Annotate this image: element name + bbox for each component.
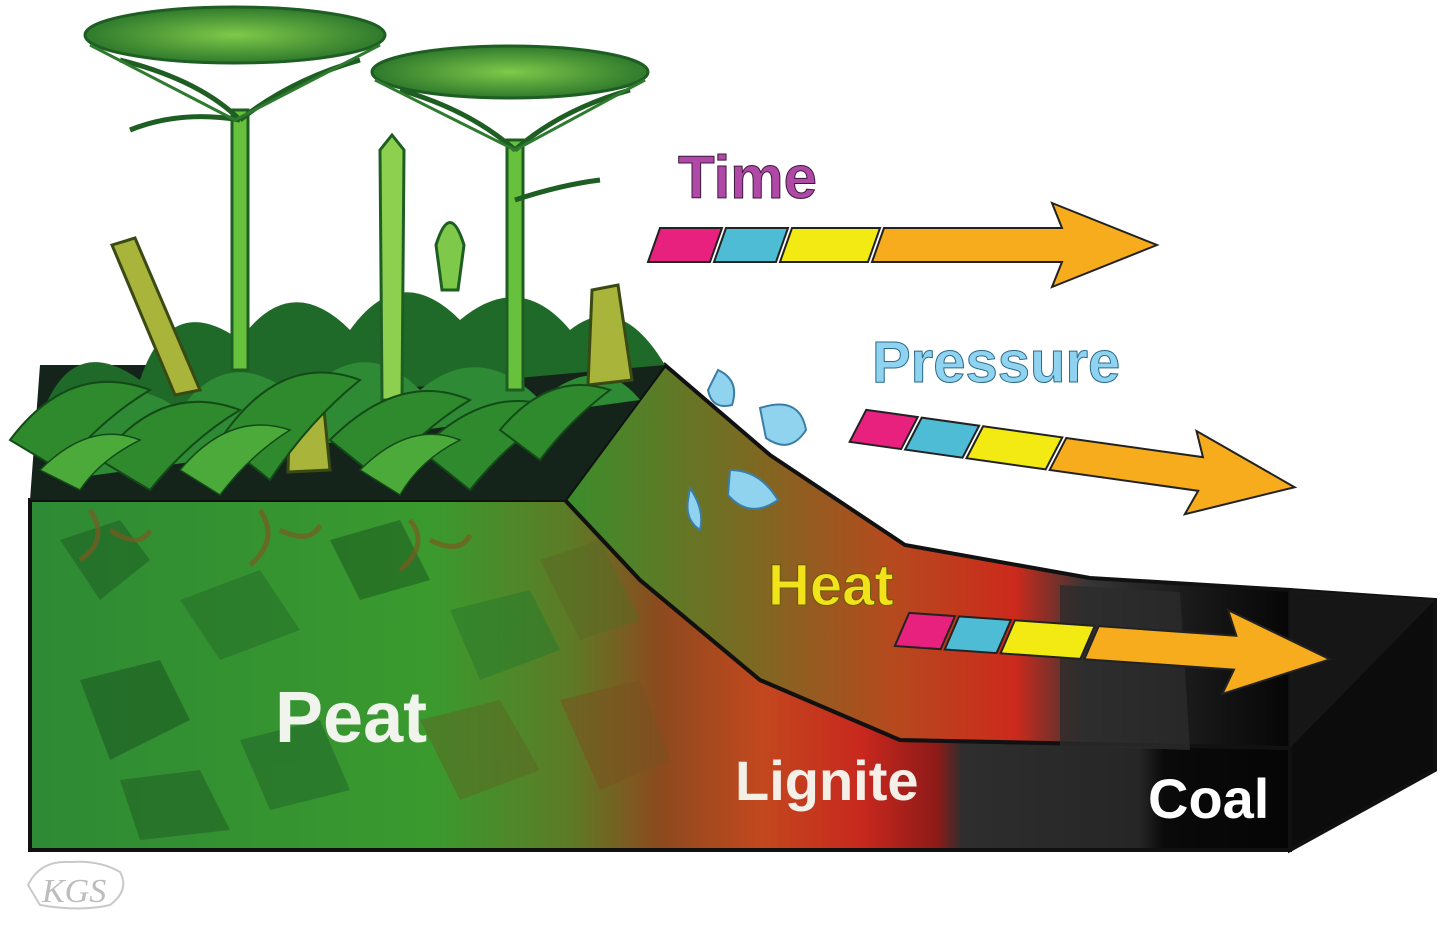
arrow-segment (943, 615, 1013, 655)
kgs-logo: KGS (26, 860, 125, 910)
peat-roots (78, 508, 473, 572)
arrow-head (1082, 608, 1333, 696)
heat-arrow (893, 608, 1333, 696)
arrow-segment (893, 611, 957, 651)
label-coal: Coal (1148, 767, 1269, 830)
arrow-head (1048, 428, 1298, 516)
arrow-head (870, 201, 1160, 289)
svg-text:KGS: KGS (41, 873, 106, 910)
arrow-segment (848, 408, 920, 451)
time-arrow (646, 201, 1160, 289)
label-heat: Heat (768, 553, 894, 618)
peat-texture (60, 520, 670, 840)
label-lignite: Lignite (735, 749, 919, 812)
pressure-arrow (848, 408, 1298, 516)
arrow-segment (712, 227, 790, 263)
label-pressure: Pressure (872, 330, 1120, 395)
arrow-segment (903, 416, 981, 459)
swamp-forest (8, 5, 665, 497)
water-splash (686, 368, 808, 532)
arrow-segment (964, 425, 1064, 471)
label-time: Time (678, 144, 817, 211)
label-peat: Peat (275, 678, 427, 758)
arrow-segment (999, 619, 1097, 660)
arrow-segment (646, 227, 724, 263)
arrow-segment (778, 227, 882, 263)
